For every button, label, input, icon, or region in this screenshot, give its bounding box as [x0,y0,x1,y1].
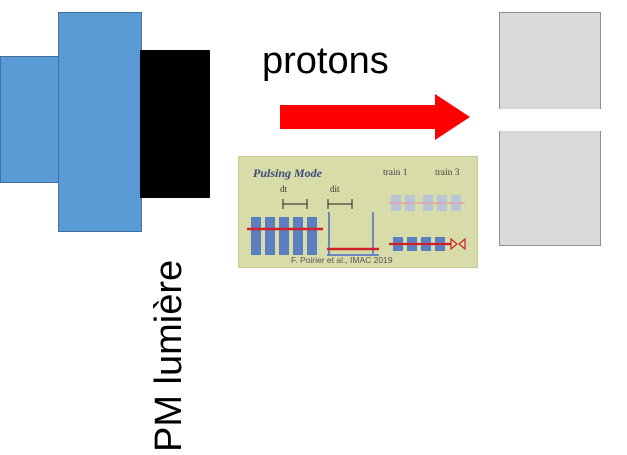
target-upper-block [499,12,601,109]
beam-arrow [280,94,470,140]
pm-body [58,12,142,232]
inset-credit: F. Poirier et al., IMAC 2019 [291,255,393,265]
pm-label: PM lumière [148,202,191,452]
protons-label: protons [262,40,389,83]
pm-window [140,50,210,198]
pulsing-mode-inset: Pulsing Mode train 1 train 3 dt dit [238,156,478,268]
target-lower-block [499,131,601,246]
pulse-train-sketch [239,157,477,267]
pm-left-housing [0,56,62,183]
